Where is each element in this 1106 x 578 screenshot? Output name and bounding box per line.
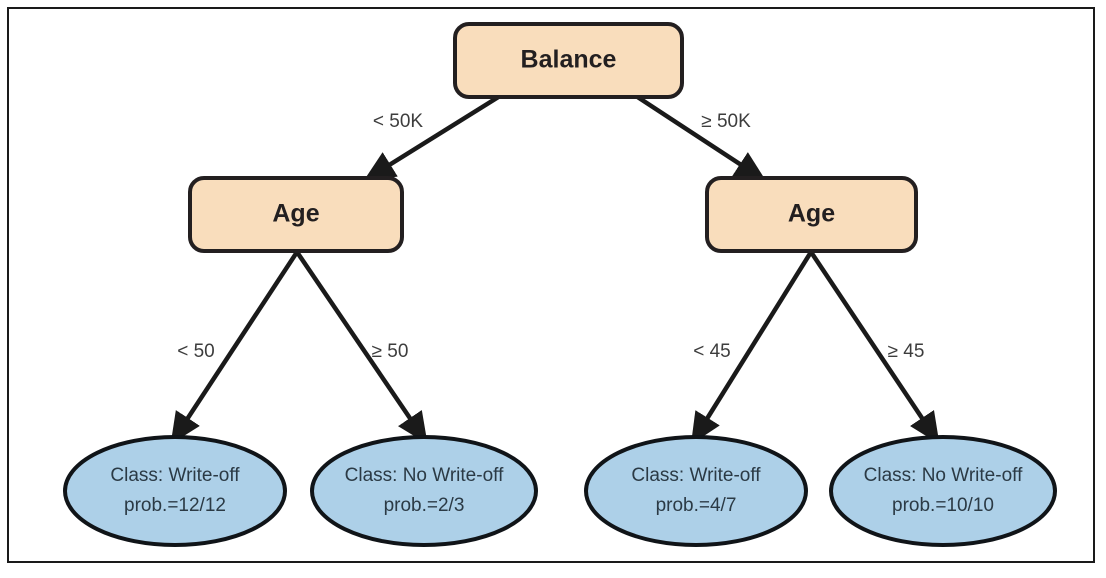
node-balance-label: Balance xyxy=(521,46,617,74)
edge-age-right-to-leaf-3 xyxy=(690,250,813,445)
leaf-3-ellipse[interactable] xyxy=(584,435,808,547)
node-age-right-label: Age xyxy=(788,200,835,228)
node-balance-box[interactable] xyxy=(453,22,684,99)
edge-label-balance-left: < 50K xyxy=(373,111,424,132)
leaf-4-ellipse[interactable] xyxy=(829,435,1057,547)
leaf-node-3[interactable]: Class: Write-off prob.=4/7 xyxy=(584,435,808,547)
edge-label-age-left-ge: ≥ 50 xyxy=(372,341,409,362)
node-balance[interactable]: Balance xyxy=(453,22,684,99)
leaf-1-class-label: Class: Write-off xyxy=(110,465,240,486)
edge-age-left-to-leaf-2 xyxy=(295,250,428,445)
edge-label-group: < 50K ≥ 50K < 50 ≥ 50 < 45 ≥ 45 xyxy=(177,111,924,362)
leaf-2-prob-label: prob.=2/3 xyxy=(384,495,465,516)
edge-label-age-left-lt: < 50 xyxy=(177,341,215,362)
edge-label-age-right-ge: ≥ 45 xyxy=(888,341,925,362)
node-age-left-box[interactable] xyxy=(188,176,404,253)
leaf-3-prob-label: prob.=4/7 xyxy=(656,495,737,516)
leaf-2-class-label: Class: No Write-off xyxy=(345,465,504,486)
leaf-1-prob-label: prob.=12/12 xyxy=(124,495,226,516)
leaf-3-class-label: Class: Write-off xyxy=(631,465,761,486)
leaf-1-ellipse[interactable] xyxy=(63,435,287,547)
caption-strip xyxy=(7,566,1095,578)
edge-label-age-right-lt: < 45 xyxy=(693,341,731,362)
edge-group xyxy=(170,94,940,445)
edge-balance-to-age-left xyxy=(363,94,502,182)
leaf-4-class-label: Class: No Write-off xyxy=(864,465,1023,486)
leaf-node-4[interactable]: Class: No Write-off prob.=10/10 xyxy=(829,435,1057,547)
leaf-2-ellipse[interactable] xyxy=(310,435,538,547)
node-age-left-label: Age xyxy=(272,200,319,228)
node-age-left[interactable]: Age xyxy=(188,176,404,253)
node-age-right[interactable]: Age xyxy=(705,176,918,253)
leaf-node-2[interactable]: Class: No Write-off prob.=2/3 xyxy=(310,435,538,547)
edge-balance-to-age-right xyxy=(634,94,767,182)
edge-age-right-to-leaf-4 xyxy=(809,250,940,445)
edge-label-balance-right: ≥ 50K xyxy=(701,111,751,132)
node-age-right-box[interactable] xyxy=(705,176,918,253)
leaf-node-1[interactable]: Class: Write-off prob.=12/12 xyxy=(63,435,287,547)
edge-age-left-to-leaf-1 xyxy=(170,250,299,445)
leaf-4-prob-label: prob.=10/10 xyxy=(892,495,994,516)
